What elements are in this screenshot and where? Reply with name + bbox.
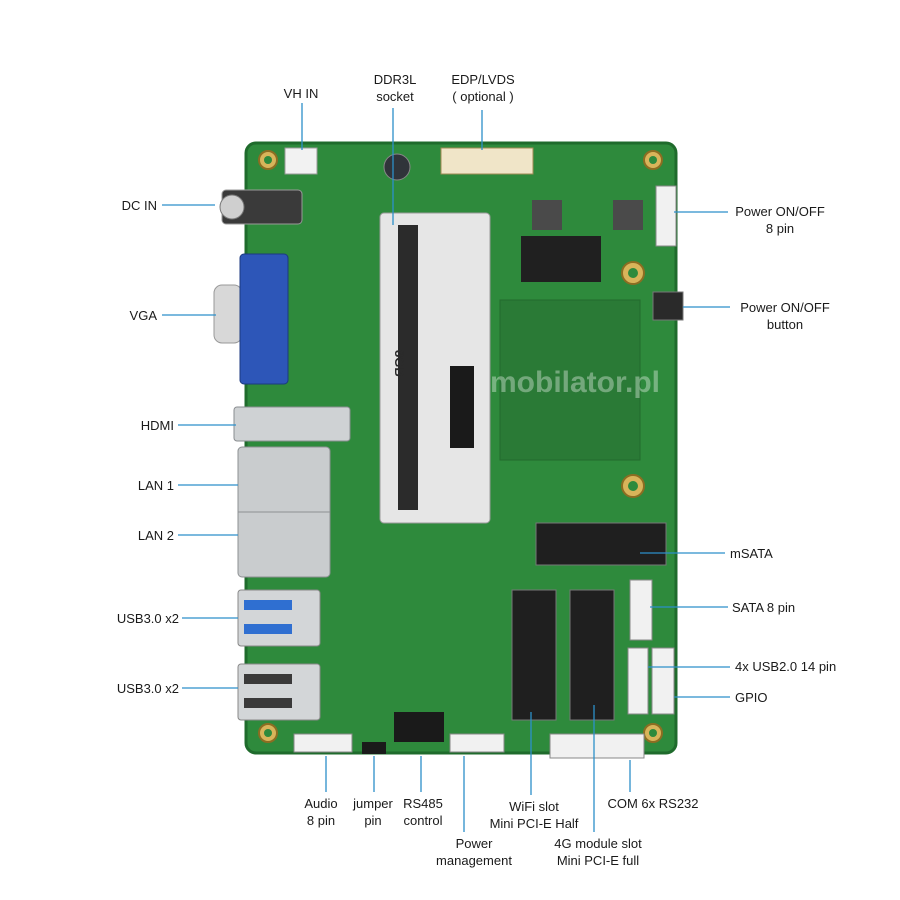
capacitor [383,153,411,181]
rs485-dip-switch [394,712,444,742]
usb3-port-bottom [237,663,321,721]
wifi-slot [511,589,557,721]
hdmi-port [233,406,351,442]
label-msata: mSATA [730,546,773,561]
vga-port [213,284,243,344]
label-audio: Audio 8 pin [304,796,338,828]
label-edp-lvds: EDP/LVDS ( optional ) [451,72,515,104]
label-usb3-bottom: USB3.0 x2 [116,681,179,696]
module-4g-slot [569,589,615,721]
brand-watermark: mobilator.pl [490,366,660,399]
label-power-onoff-8pin: Power ON/OFF 8 pin [735,204,825,236]
label-vga: VGA [129,308,157,323]
label-rs485: RS485 control [403,796,443,828]
label-4g-slot: 4G module slot Mini PCI-E full [554,836,642,868]
label-ddr3l: DDR3L socket [373,72,417,104]
audio-connector [293,733,353,753]
label-usb3-top: USB3.0 x2 [116,611,179,626]
label-lan1: LAN 1 [137,478,174,493]
usb3-port-top [237,589,321,647]
label-hdmi: HDMI [140,418,174,433]
label-dc-in: DC IN [121,198,157,213]
edp-lvds-connector [440,147,534,175]
label-power-management: Power management [436,836,512,868]
usb2-header [627,647,649,715]
label-sata: SATA 8 pin [732,600,796,615]
soc-area [499,299,641,461]
label-usb2: 4x USB2.0 14 pin [735,659,837,674]
power-button [652,291,684,321]
ram-marking: 8GB [392,350,407,377]
jumper-pins [362,742,386,754]
power-onoff-8pin-connector [655,185,677,247]
label-wifi-slot: WiFi slot Mini PCI-E Half [489,799,579,831]
gpio-header [651,647,675,715]
msata-slot [535,522,667,566]
inductor-2 [613,200,643,230]
label-power-onoff-button: Power ON/OFF button [740,300,830,332]
vh-in-connector [284,147,318,175]
power-management-connector [449,733,505,753]
label-gpio: GPIO [735,690,768,705]
inductor-1 [532,200,562,230]
sata-connector [629,579,653,641]
leader-lines [162,103,730,832]
label-lan2: LAN 2 [137,528,174,543]
com-connector [549,733,645,759]
label-vh-in: VH IN [283,86,319,101]
label-jumper: jumper pin [353,796,393,828]
label-com: COM 6x RS232 [607,796,699,811]
